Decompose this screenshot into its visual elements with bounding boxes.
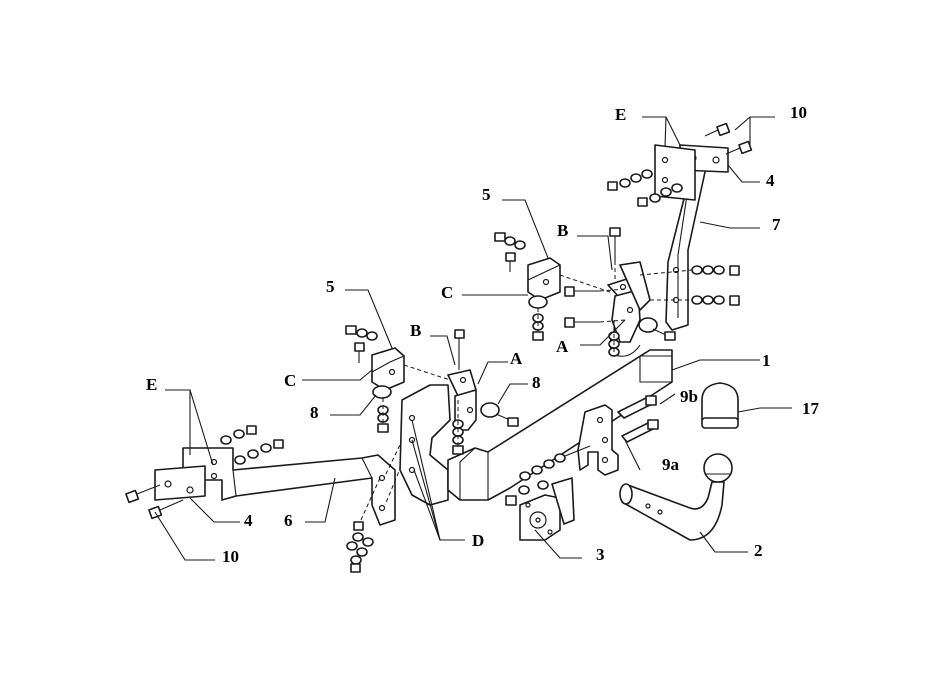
right-nuts-and-washers bbox=[607, 169, 683, 207]
label-a-right: A bbox=[556, 337, 569, 356]
left-side-plate bbox=[399, 384, 451, 506]
bracket-7-nuts bbox=[639, 265, 740, 306]
bolts-9a-9b bbox=[617, 395, 659, 443]
label-c-right: C bbox=[441, 283, 453, 302]
center-right-bolts bbox=[564, 286, 676, 341]
label-b-right: B bbox=[557, 221, 568, 240]
label-17: 17 bbox=[802, 399, 820, 418]
label-2: 2 bbox=[754, 541, 763, 560]
main-crossbar-1 bbox=[447, 349, 673, 501]
flange-e-right bbox=[654, 144, 696, 201]
label-10-top: 10 bbox=[790, 103, 807, 122]
hitch-receiver-plate bbox=[577, 404, 619, 476]
leader-lines bbox=[154, 116, 792, 561]
label-a-left: A bbox=[510, 349, 523, 368]
label-4-right: 4 bbox=[766, 171, 775, 190]
left-side-bracket-6 bbox=[182, 447, 396, 526]
label-8-right: 8 bbox=[532, 373, 541, 392]
label-5-right: 5 bbox=[482, 185, 491, 204]
label-e-left: E bbox=[146, 375, 157, 394]
label-8-left: 8 bbox=[310, 403, 319, 422]
label-3: 3 bbox=[596, 545, 605, 564]
ball-cover-17 bbox=[701, 382, 739, 429]
center-left-bracket bbox=[447, 329, 477, 431]
bolts-10-left bbox=[125, 484, 184, 520]
label-4-left: 4 bbox=[244, 511, 253, 530]
socket-plate-3 bbox=[519, 477, 575, 541]
label-b-left: B bbox=[410, 321, 421, 340]
label-5-left: 5 bbox=[326, 277, 335, 296]
left-nuts-and-washers bbox=[220, 425, 284, 465]
label-d: D bbox=[472, 531, 484, 550]
socket-plate-fasteners bbox=[505, 445, 591, 506]
center-left-washers bbox=[452, 400, 464, 455]
bracket-5-right bbox=[494, 232, 611, 341]
label-9b: 9b bbox=[680, 387, 698, 406]
washer-8-right bbox=[480, 402, 519, 427]
label-10-left: 10 bbox=[222, 547, 239, 566]
label-e-top: E bbox=[615, 105, 626, 124]
label-1: 1 bbox=[762, 351, 771, 370]
plate-4-left bbox=[154, 465, 206, 501]
label-c-left: C bbox=[284, 371, 296, 390]
center-right-bracket bbox=[607, 227, 651, 357]
towball-neck-2 bbox=[619, 453, 733, 541]
label-9a: 9a bbox=[662, 455, 680, 474]
center-right-washers bbox=[608, 320, 620, 357]
part-labels: E 10 4 7 5 B C A 5 B A C 8 8 E 1 9b 17 9… bbox=[146, 103, 820, 566]
bracket-5-left bbox=[345, 325, 451, 433]
label-7: 7 bbox=[772, 215, 781, 234]
bolts-10-right bbox=[704, 122, 753, 155]
label-6: 6 bbox=[284, 511, 293, 530]
